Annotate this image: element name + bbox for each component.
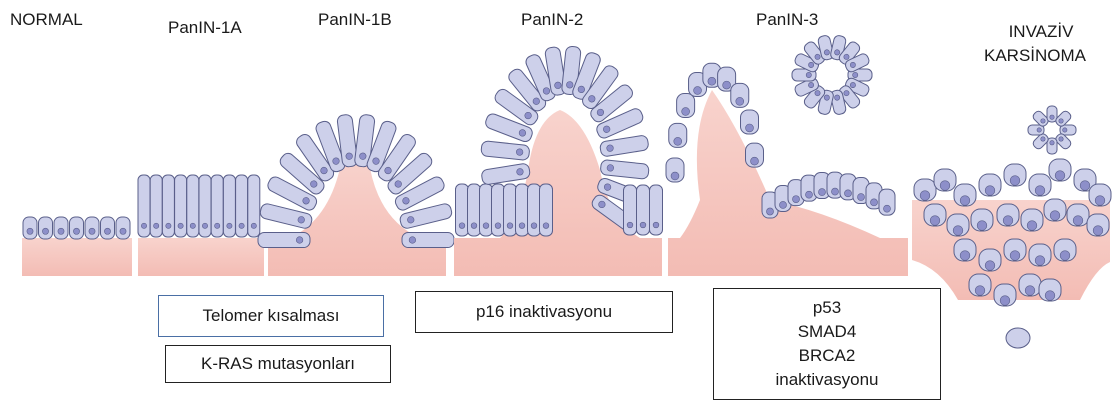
cell <box>540 184 553 236</box>
cell <box>1087 214 1109 236</box>
cell <box>85 217 99 239</box>
stage-label-panin3: PanIN-3 <box>756 8 818 32</box>
cell <box>979 249 1001 271</box>
cell <box>669 123 687 147</box>
cell <box>101 217 115 239</box>
event-p16-inactivation: p16 inaktivasyonu <box>415 291 673 333</box>
cell <box>1004 164 1026 186</box>
cell <box>199 175 211 237</box>
cell <box>211 175 223 237</box>
cell <box>162 175 174 237</box>
cell <box>599 135 649 157</box>
cell <box>456 184 469 236</box>
cell <box>402 233 454 248</box>
stage-label-panin1b: PanIN-1B <box>318 8 392 32</box>
cell <box>23 217 37 239</box>
cell <box>54 217 68 239</box>
cell <box>480 184 493 236</box>
cell <box>223 175 235 237</box>
cell <box>650 185 663 235</box>
event-kras-mutations: K-RAS mutasyonları <box>165 345 391 383</box>
panin1a-epithelium <box>138 175 264 276</box>
cell <box>994 284 1016 306</box>
cell <box>1044 199 1066 221</box>
stage-label-panin2: PanIN-2 <box>521 8 583 32</box>
cell <box>175 175 187 237</box>
panin1b-epithelium <box>258 114 454 276</box>
event-late-inactivation: p53 SMAD4 BRCA2 inaktivasyonu <box>713 288 941 400</box>
cell <box>741 110 759 134</box>
cell <box>1054 239 1076 261</box>
stage-label-invasive: INVAZİV KARSİNOMA <box>998 20 1084 68</box>
event-telomer-shortening: Telomer kısalması <box>158 295 384 337</box>
invasive-epithelium <box>912 106 1111 348</box>
cell <box>879 189 895 215</box>
cell <box>150 175 162 237</box>
cell <box>528 184 541 236</box>
cell <box>39 217 53 239</box>
cell <box>954 239 976 261</box>
cell <box>924 204 946 226</box>
cell <box>979 174 1001 196</box>
cell <box>248 175 260 237</box>
cell <box>258 233 310 248</box>
normal-epithelium <box>22 217 132 276</box>
panin3-epithelium <box>666 35 908 276</box>
cell <box>481 163 531 185</box>
cell <box>1019 274 1041 296</box>
cell <box>1089 184 1111 206</box>
cell <box>677 94 695 118</box>
panin2-epithelium <box>454 46 663 276</box>
cell <box>997 204 1019 226</box>
cell <box>236 175 248 237</box>
cell <box>481 141 530 161</box>
cell <box>138 175 150 237</box>
panin3-floating-acinus <box>792 35 872 116</box>
cell <box>468 184 481 236</box>
cell <box>516 184 529 236</box>
cell <box>731 83 749 107</box>
cell <box>971 209 993 231</box>
stage-label-normal: NORMAL <box>10 8 83 32</box>
cell <box>969 274 991 296</box>
cell <box>504 184 517 236</box>
cell <box>1004 239 1026 261</box>
cell <box>1029 244 1051 266</box>
cell <box>1039 279 1061 301</box>
cell <box>637 185 650 235</box>
cell <box>116 217 130 239</box>
detached-cell <box>1006 328 1030 348</box>
cell <box>934 169 956 191</box>
cell <box>746 143 764 167</box>
cell <box>187 175 199 237</box>
cell <box>947 214 969 236</box>
cell <box>70 217 84 239</box>
cell <box>914 179 936 201</box>
cell <box>1029 174 1051 196</box>
cell <box>492 184 505 236</box>
cell <box>666 158 684 182</box>
cell <box>1021 209 1043 231</box>
cell <box>624 185 637 235</box>
invasive-small-acinus <box>1028 106 1076 154</box>
cell <box>1067 204 1089 226</box>
stage-label-panin1a: PanIN-1A <box>168 16 242 40</box>
cell <box>954 184 976 206</box>
cell <box>600 159 649 179</box>
cell <box>1049 159 1071 181</box>
